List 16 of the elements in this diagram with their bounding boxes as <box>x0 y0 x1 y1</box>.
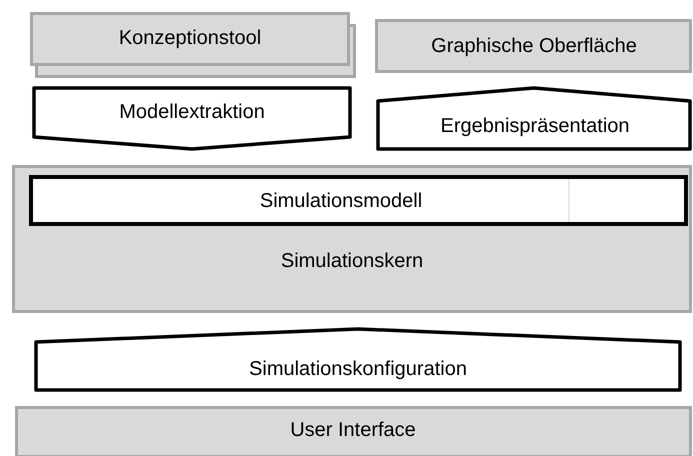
box-label: Simulationskonfiguration <box>249 359 467 379</box>
layer-box <box>12 165 692 313</box>
layer-box <box>15 406 692 456</box>
tool-box <box>30 12 356 78</box>
box-label: User Interface <box>290 420 416 440</box>
process-arrow-shape <box>34 327 682 392</box>
process-arrow-shape <box>376 86 692 151</box>
interface-box <box>375 19 692 73</box>
box-label: Graphische Oberfläche <box>431 36 637 56</box>
box-label: Simulationsmodell <box>260 191 422 211</box>
box-label: Simulationskern <box>280 251 424 271</box>
box-label: Ergebnispräsentation <box>440 116 630 136</box>
process-arrow-shape <box>32 86 352 151</box>
box-label: Konzeptionstool <box>118 28 262 48</box>
box-label: Modellextraktion <box>119 102 265 122</box>
model-box <box>29 175 688 226</box>
